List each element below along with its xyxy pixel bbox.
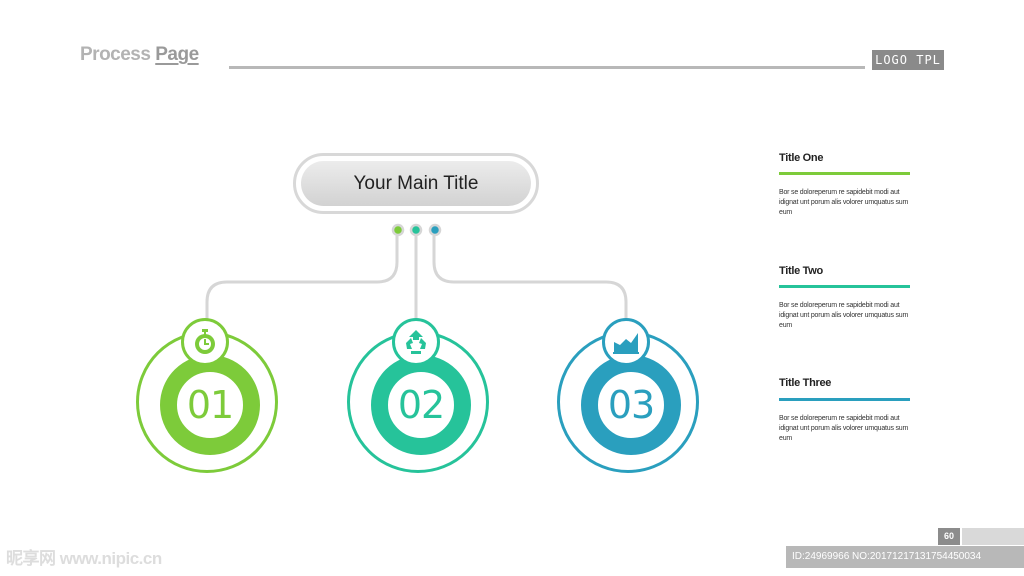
side-body-one: Bor se doloreperum re sapidebit modi aut…: [779, 189, 909, 216]
side-body-three: Bor se doloreperum re sapidebit modi aut…: [779, 415, 909, 442]
main-title: Your Main Title: [301, 161, 531, 206]
main-title-box: Your Main Title: [293, 153, 539, 214]
area-chart-icon: [602, 318, 650, 366]
stopwatch-icon: [181, 318, 229, 366]
step-number: 01: [160, 355, 260, 455]
watermark-left: 昵享网 www.nipic.cn: [6, 549, 162, 568]
page-number: 60: [938, 528, 960, 545]
step-number: 03: [581, 355, 681, 455]
side-title-three: Title Three: [779, 377, 832, 389]
header-divider: [229, 66, 865, 69]
connector-dot: [391, 223, 405, 237]
side-body-two: Bor se doloreperum re sapidebit modi aut…: [779, 302, 909, 329]
page-title: Process Page: [80, 44, 199, 65]
connector-dot: [409, 223, 423, 237]
side-title-one: Title One: [779, 152, 824, 164]
step-circle-01: 01: [136, 331, 278, 473]
watermark-id: ID:24969966 NO:20171217131754450034: [786, 546, 1024, 568]
side-divider: [779, 398, 910, 401]
side-divider: [779, 285, 910, 288]
recycle-icon: [392, 318, 440, 366]
logo: LOGO TPL: [872, 50, 944, 70]
page-number-bar: [962, 528, 1024, 545]
step-number: 02: [371, 355, 471, 455]
connector-dot: [428, 223, 442, 237]
side-divider: [779, 172, 910, 175]
side-title-two: Title Two: [779, 265, 823, 277]
